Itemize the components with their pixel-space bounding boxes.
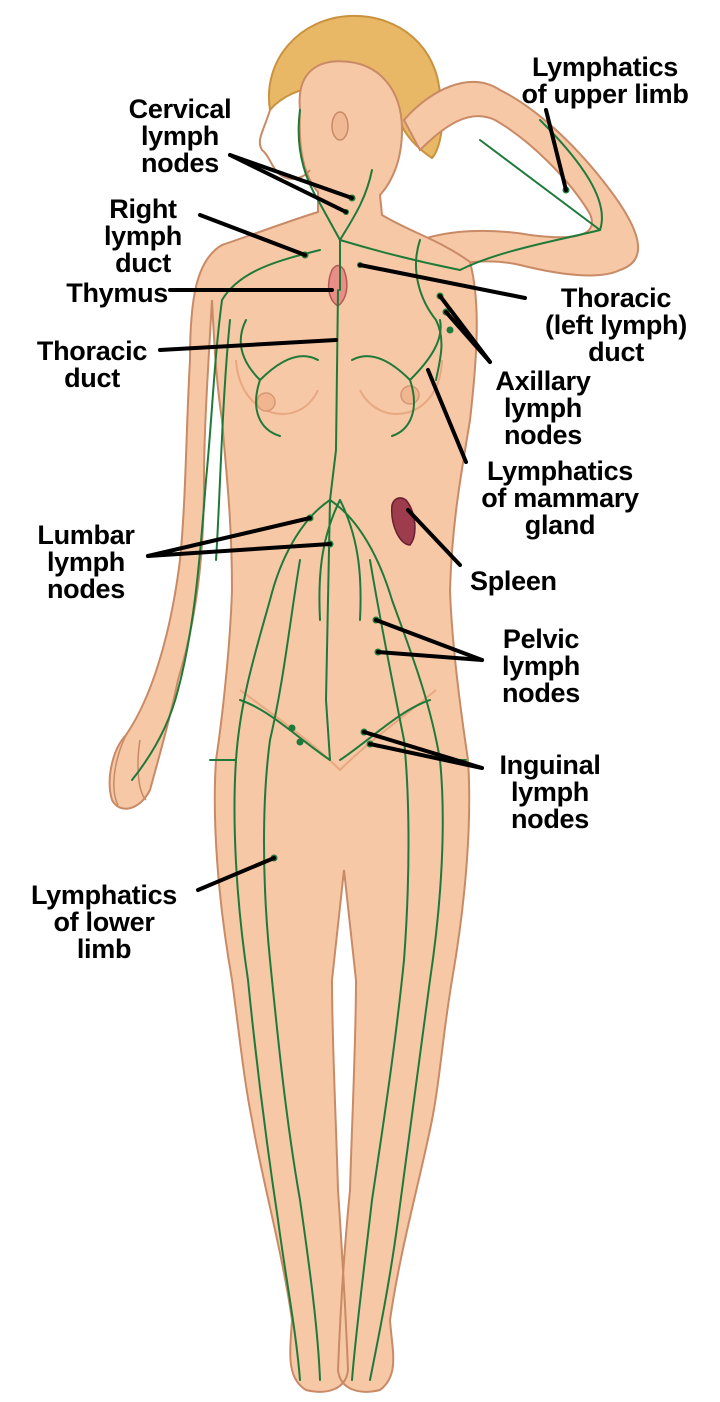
label-line: Spleen <box>470 568 590 595</box>
label-line: lymph <box>478 653 604 680</box>
label-line: Thoracic <box>22 338 162 365</box>
label-line: lymph <box>110 123 250 150</box>
label-line: nodes <box>478 422 608 449</box>
label-line: Inguinal <box>484 752 616 779</box>
label-line: duct <box>88 250 198 277</box>
label-thoracic-left-lymph-duct: Thoracic (left lymph) duct <box>526 285 706 366</box>
label-line: of upper limb <box>505 81 705 108</box>
label-pelvic-lymph-nodes: Pelvic lymph nodes <box>478 626 604 707</box>
label-line: Cervical <box>110 96 250 123</box>
label-lymphatics-lower-limb: Lymphatics of lower limb <box>14 882 194 963</box>
label-line: Lumbar <box>24 522 148 549</box>
label-thoracic-duct: Thoracic duct <box>22 338 162 392</box>
label-line: gland <box>460 512 660 539</box>
label-line: Axillary <box>478 368 608 395</box>
label-line: limb <box>14 936 194 963</box>
label-axillary-lymph-nodes: Axillary lymph nodes <box>478 368 608 449</box>
label-line: Lymphatics <box>505 54 705 81</box>
label-lumbar-lymph-nodes: Lumbar lymph nodes <box>24 522 148 603</box>
label-line: Lymphatics <box>460 458 660 485</box>
label-line: Pelvic <box>478 626 604 653</box>
label-line: lymph <box>484 779 616 806</box>
label-spleen: Spleen <box>470 568 590 595</box>
label-cervical-lymph-nodes: Cervical lymph nodes <box>110 96 250 177</box>
label-line: nodes <box>110 150 250 177</box>
label-thymus: Thymus <box>30 280 168 307</box>
label-line: of mammary <box>460 485 660 512</box>
label-line: duct <box>526 339 706 366</box>
nipple-left <box>257 393 275 411</box>
label-line: Right <box>88 196 198 223</box>
ear <box>332 112 348 140</box>
label-line: Thoracic <box>526 285 706 312</box>
label-line: nodes <box>24 576 148 603</box>
nipple-right <box>401 386 419 404</box>
label-line: nodes <box>478 680 604 707</box>
label-line: lymph <box>88 223 198 250</box>
label-line: (left lymph) <box>526 312 706 339</box>
label-line: lymph <box>24 549 148 576</box>
label-line: duct <box>22 365 162 392</box>
label-line: of lower <box>14 909 194 936</box>
label-lymphatics-mammary-gland: Lymphatics of mammary gland <box>460 458 660 539</box>
label-right-lymph-duct: Right lymph duct <box>88 196 198 277</box>
label-line: Thymus <box>30 280 168 307</box>
label-line: nodes <box>484 806 616 833</box>
label-line: lymph <box>478 395 608 422</box>
label-lymphatics-upper-limb: Lymphatics of upper limb <box>505 54 705 108</box>
label-inguinal-lymph-nodes: Inguinal lymph nodes <box>484 752 616 833</box>
label-line: Lymphatics <box>14 882 194 909</box>
